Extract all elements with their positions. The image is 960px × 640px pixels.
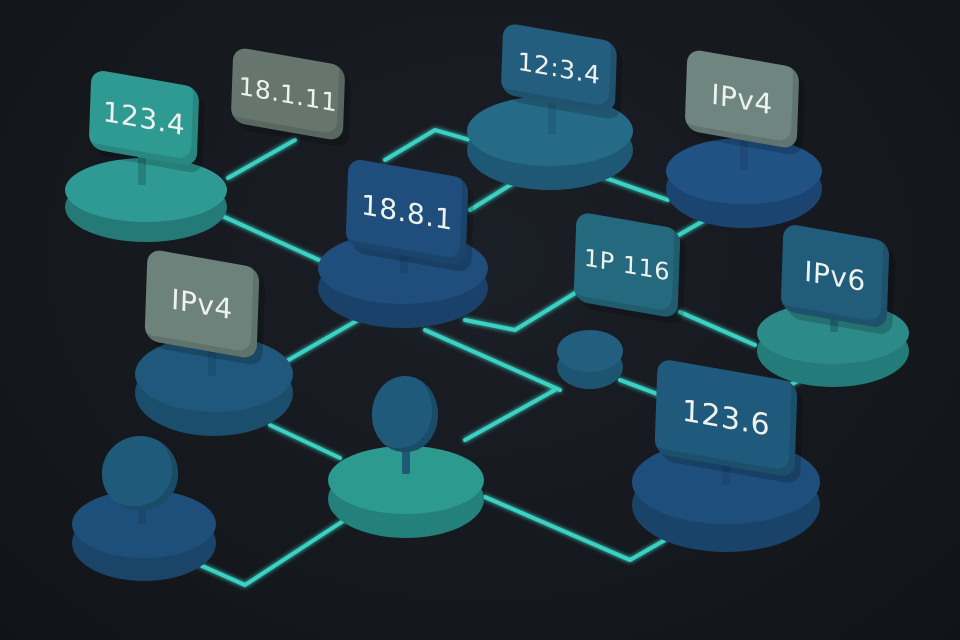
link-n5-n3	[383, 128, 472, 162]
link-n5-n10	[423, 328, 562, 392]
link-n1-n5	[218, 213, 332, 267]
link-n5-n8	[283, 318, 360, 364]
link-n8-n9	[268, 423, 342, 460]
link-n9-n12	[198, 508, 362, 587]
link-n6-n7	[678, 310, 757, 347]
node-marker	[102, 436, 178, 510]
node-label: 1P 116	[573, 211, 681, 319]
node-label: IPv6	[780, 222, 890, 330]
link-n3-n4	[598, 174, 670, 202]
link-n9-n10	[463, 388, 557, 442]
link-n9-n11	[483, 495, 667, 562]
link-n5-n6	[463, 288, 582, 332]
node-label: IPv4	[144, 248, 260, 360]
node-marker	[372, 376, 438, 452]
link-n3-n5	[468, 180, 517, 212]
link-n10-n11	[618, 378, 662, 397]
link-n1-n2	[226, 138, 297, 180]
